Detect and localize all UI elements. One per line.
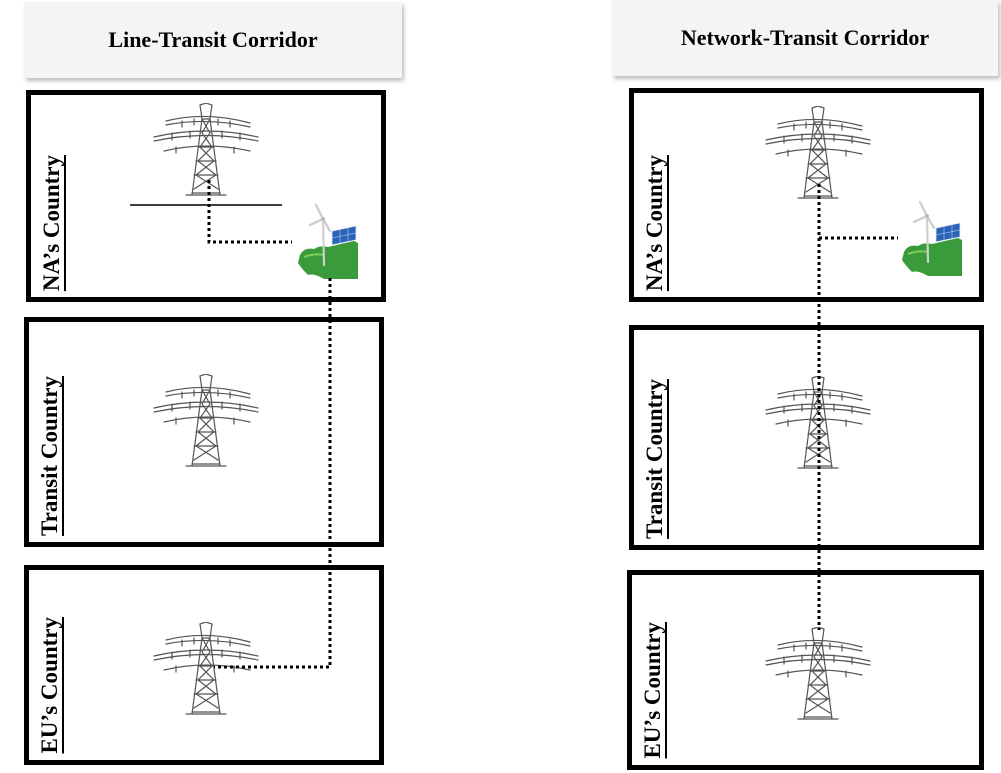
right-transit-country-box: Transit Country (629, 325, 984, 550)
left-eu-tower-icon (146, 622, 266, 717)
right-eu-tower-icon (758, 627, 878, 722)
right-renewable-plant-icon (898, 200, 962, 276)
right-eu-country-label: EU’s Country (640, 622, 665, 759)
left-transit-country-label: Transit Country (37, 376, 62, 536)
right-na-country-label: NA’s Country (642, 154, 667, 291)
left-eu-country-label: EU’s Country (37, 617, 62, 754)
right-transit-country-label: Transit Country (642, 379, 667, 539)
right-title-box: Network-Transit Corridor (612, 0, 998, 76)
left-title: Line-Transit Corridor (108, 27, 318, 52)
left-renewable-plant-icon (294, 203, 358, 279)
right-transit-tower-icon (758, 376, 878, 471)
left-na-tower-icon (146, 103, 266, 198)
left-na-country-label: NA’s Country (39, 154, 64, 291)
left-title-box: Line-Transit Corridor (24, 2, 402, 78)
right-title: Network-Transit Corridor (680, 25, 930, 50)
right-na-tower-icon (758, 106, 878, 201)
left-transit-tower-icon (146, 374, 266, 469)
